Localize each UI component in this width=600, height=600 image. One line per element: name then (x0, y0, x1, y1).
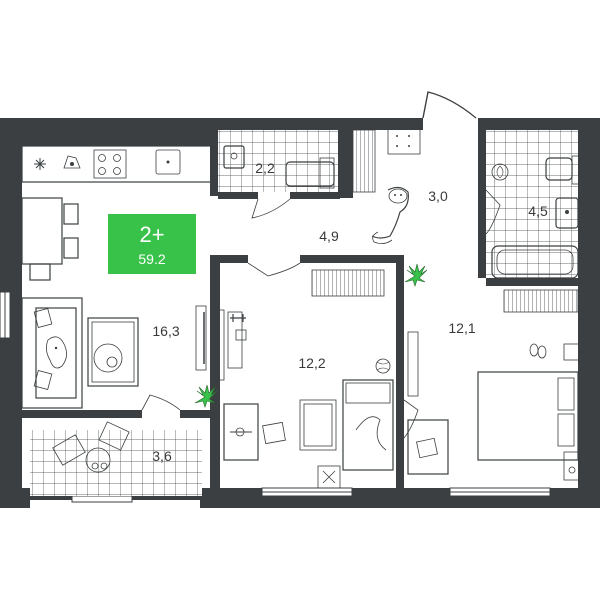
cat-icon (46, 336, 67, 369)
area-label-balcony: 3,6 (152, 448, 172, 464)
tiled-floors (30, 130, 578, 496)
rug (87, 317, 139, 387)
cabinet-icon (387, 127, 421, 155)
area-labels: 2,2 3,0 4,5 4,9 16,3 12,2 12,1 3,6 (152, 160, 548, 464)
area-label-bathroom: 4,5 (528, 203, 548, 219)
windows (0, 291, 551, 503)
bedroom-2-furniture (407, 289, 581, 481)
dog-icon (371, 186, 409, 244)
dining-table (21, 197, 79, 281)
snowflake-icon (34, 158, 46, 170)
area-label-kitchen-living: 16,3 (152, 323, 179, 339)
kitchen-counter (21, 145, 213, 183)
slippers-icon (529, 343, 547, 359)
area-label-hallway: 4,9 (319, 228, 339, 244)
small-bathroom-tiles (218, 130, 338, 192)
door-swings (141, 189, 501, 439)
closet (352, 129, 376, 193)
dumbbell-icon (227, 311, 247, 369)
area-label-bathroom-small: 2,2 (255, 160, 275, 176)
bathroom-fixtures (491, 155, 581, 279)
hob-icon (93, 149, 127, 179)
bathroom-tiles (486, 130, 578, 278)
kitchen-sink-icon (155, 149, 181, 175)
area-label-closet-hall: 3,0 (428, 188, 448, 204)
fan-icon (491, 163, 509, 181)
plant-icon (404, 263, 428, 287)
fan-icon (317, 465, 341, 489)
bedroom-1-furniture (217, 269, 394, 489)
cat-icon (63, 155, 81, 169)
badge-background (108, 214, 196, 274)
walls (0, 118, 600, 508)
tv-stand (195, 305, 207, 371)
badge-rooms: 2+ (139, 222, 164, 247)
small-bathroom (223, 145, 335, 189)
entrance-door (422, 91, 477, 119)
area-label-bedroom-2: 12,1 (448, 320, 475, 336)
apartment-badge: 2+ 59.2 (108, 214, 196, 274)
balcony-furniture (52, 421, 130, 473)
ball-icon (375, 358, 391, 374)
sofa (21, 297, 83, 409)
balcony-tiles (30, 430, 202, 496)
area-label-bedroom-1: 12,2 (298, 355, 325, 371)
badge-total-area: 59.2 (138, 251, 165, 267)
plant-icon (194, 384, 218, 408)
